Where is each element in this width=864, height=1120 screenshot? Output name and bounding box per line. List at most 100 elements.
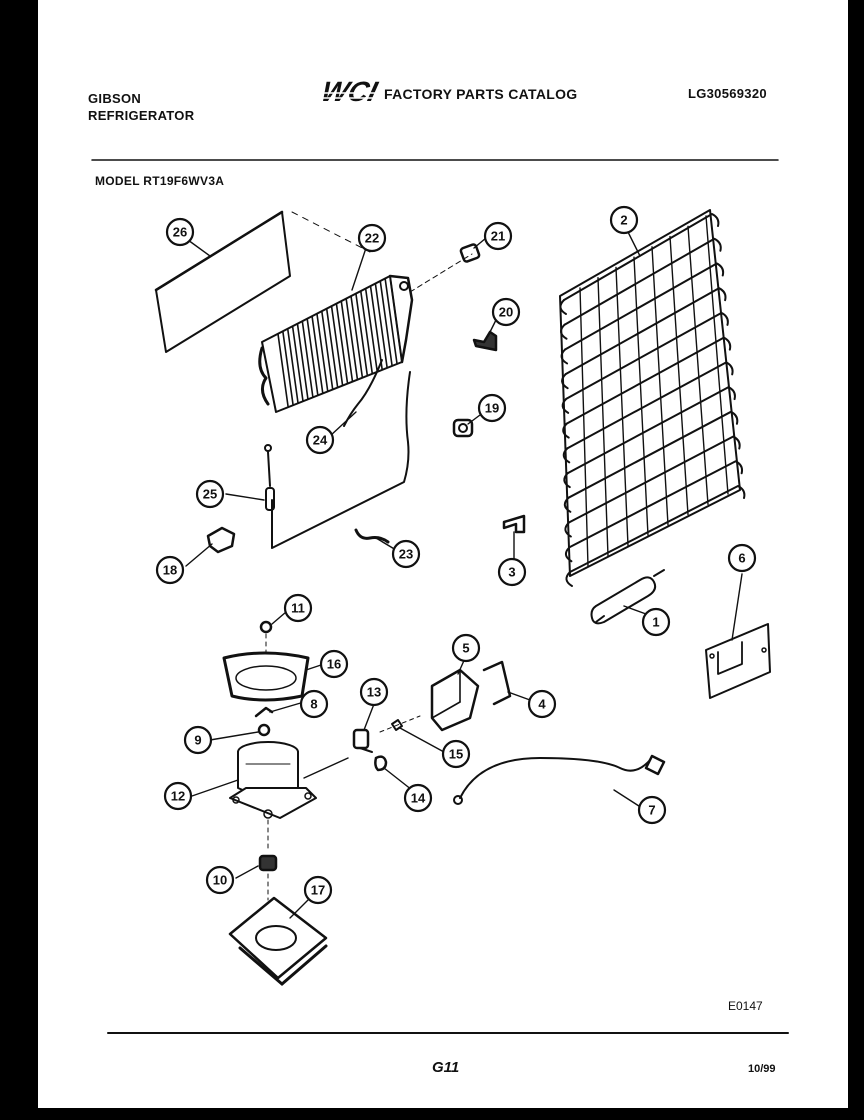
callout-number: 3 bbox=[508, 565, 515, 580]
part-clip-21 bbox=[459, 243, 481, 263]
part-capacitor-bracket bbox=[482, 660, 512, 706]
callout-number: 19 bbox=[485, 401, 499, 416]
condenser-tube-pass bbox=[567, 435, 741, 524]
callout-number: 22 bbox=[365, 231, 379, 246]
condenser-tube-pass bbox=[569, 485, 746, 573]
condenser-tube-bend bbox=[565, 571, 573, 587]
condenser-tube-bend bbox=[564, 546, 573, 563]
catalog-code: LG30569320 bbox=[688, 86, 767, 101]
part-grommet-10 bbox=[258, 854, 278, 901]
evaporator-fin bbox=[311, 315, 324, 394]
evaporator-fin bbox=[321, 310, 334, 390]
callout-circle bbox=[491, 297, 521, 327]
condenser-tube-pass bbox=[568, 460, 744, 549]
evaporator-fin bbox=[325, 307, 339, 388]
callout-number: 5 bbox=[462, 641, 469, 656]
condenser-tube-bend bbox=[561, 373, 569, 390]
callout-circle bbox=[527, 689, 557, 719]
callout-circle bbox=[483, 221, 513, 251]
part-clip-19 bbox=[452, 418, 474, 438]
callout-circle bbox=[165, 217, 195, 247]
condenser-tube-pass bbox=[564, 287, 727, 376]
evaporator-fin bbox=[316, 313, 329, 392]
brand-name: GIBSON bbox=[88, 91, 142, 106]
callout-number: 7 bbox=[648, 803, 655, 818]
callout-number: 10 bbox=[213, 873, 227, 888]
callout-circle bbox=[497, 557, 527, 587]
condenser-wire bbox=[705, 215, 729, 495]
callout-circle bbox=[319, 649, 349, 679]
callout-circle bbox=[205, 865, 235, 895]
part-clip-15 bbox=[379, 715, 421, 733]
callout-circle bbox=[637, 795, 667, 825]
evaporator-fin bbox=[359, 290, 374, 375]
evaporator-fin bbox=[350, 295, 364, 379]
part-drier bbox=[590, 569, 665, 625]
callout-circle bbox=[609, 205, 639, 235]
condenser-wire bbox=[615, 266, 629, 547]
part-clip-18 bbox=[206, 526, 236, 554]
callout-circle bbox=[305, 425, 335, 455]
callout-number: 14 bbox=[411, 791, 426, 806]
callout-number: 8 bbox=[310, 697, 317, 712]
evaporator-fin bbox=[335, 302, 349, 384]
condenser-tube-bend bbox=[562, 447, 571, 464]
callout-circle bbox=[477, 393, 507, 423]
wci-logo: WCI bbox=[318, 76, 381, 106]
callout-number: 21 bbox=[491, 229, 505, 244]
catalog-title: FACTORY PARTS CATALOG bbox=[384, 86, 578, 102]
condenser-tube-pass bbox=[567, 410, 739, 499]
condenser-wire bbox=[687, 225, 709, 505]
part-evaporator bbox=[258, 253, 473, 413]
condenser-tube-bend bbox=[561, 397, 570, 414]
condenser-tube-pass bbox=[564, 262, 725, 351]
brand-block: GIBSON REFRIGERATOR bbox=[88, 90, 194, 124]
callout-number: 12 bbox=[171, 789, 185, 804]
paper-sheet bbox=[38, 0, 848, 1108]
condenser-tube-bend bbox=[559, 299, 567, 315]
callout-number: 9 bbox=[194, 733, 201, 748]
condenser-tube-bend bbox=[563, 496, 572, 513]
part-compressor bbox=[229, 741, 349, 853]
condenser-wire bbox=[633, 256, 649, 536]
condenser-wire bbox=[597, 277, 609, 557]
callout-number: 6 bbox=[738, 551, 745, 566]
condenser-tube-pass bbox=[565, 336, 732, 425]
evaporator-fin bbox=[306, 318, 319, 396]
callout-number: 4 bbox=[538, 697, 546, 712]
evaporator-fin bbox=[286, 328, 299, 403]
part-relay-13 bbox=[352, 728, 373, 753]
diagram-code: E0147 bbox=[728, 999, 763, 1013]
evaporator-fin bbox=[296, 323, 309, 400]
part-cover-panel bbox=[154, 210, 371, 353]
part-nut-9 bbox=[257, 723, 271, 737]
condenser-tube-bend bbox=[560, 348, 569, 365]
condenser-tube-pass bbox=[566, 361, 734, 450]
evaporator-fin bbox=[330, 305, 344, 386]
callout-number: 16 bbox=[327, 657, 341, 672]
evaporator-fin bbox=[364, 287, 379, 373]
part-terminal-cover bbox=[222, 651, 310, 702]
callout-number: 2 bbox=[620, 213, 627, 228]
callout-circle bbox=[391, 539, 421, 569]
evaporator-fin bbox=[384, 277, 398, 365]
part-thermostat-bulb bbox=[264, 444, 275, 511]
part-clip-20 bbox=[472, 330, 498, 352]
callout-number: 13 bbox=[367, 685, 381, 700]
condenser-tube-pass bbox=[566, 386, 736, 475]
condenser-tube-pass bbox=[563, 237, 722, 326]
date-code: 10/99 bbox=[748, 1063, 776, 1075]
condenser-wire bbox=[651, 246, 669, 526]
callout-circle bbox=[155, 555, 185, 585]
part-wire-23 bbox=[354, 528, 390, 544]
callout-circle bbox=[451, 633, 481, 663]
callout-number: 17 bbox=[311, 883, 325, 898]
callout-circle bbox=[303, 875, 333, 905]
callout-circle bbox=[359, 677, 389, 707]
part-condenser bbox=[559, 209, 746, 587]
callout-number: 25 bbox=[203, 487, 217, 502]
condenser-wire bbox=[669, 235, 689, 516]
evaporator-fin bbox=[389, 275, 403, 363]
